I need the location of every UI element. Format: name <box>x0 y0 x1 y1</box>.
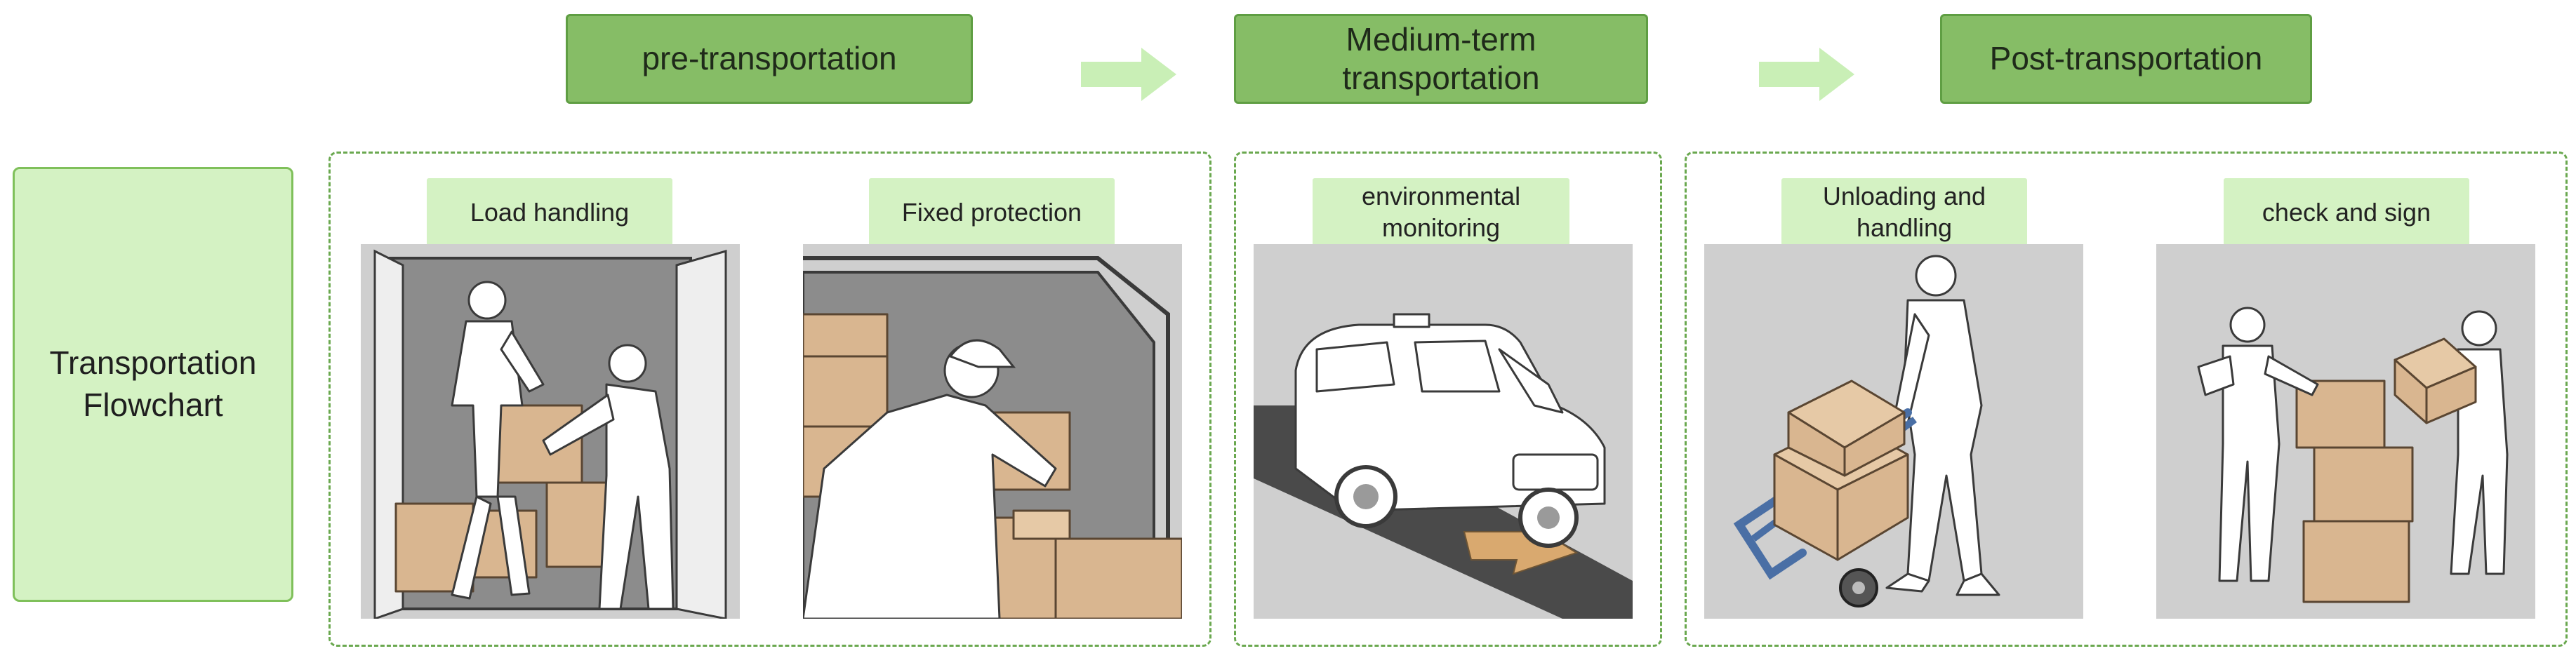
step-label-load-handling: Load handling <box>427 178 672 246</box>
flowchart-title: Transportation Flowchart <box>49 344 257 423</box>
group-medium-term-transportation <box>1234 152 1662 647</box>
securing-boxes-icon <box>803 244 1182 619</box>
stage-pre-transportation: pre-transportation <box>566 14 973 104</box>
group-pre-transportation <box>328 152 1211 647</box>
step-label-environmental-monitoring: environmental monitoring <box>1313 178 1569 246</box>
flowchart-title-box: Transportation Flowchart <box>13 167 293 602</box>
stage-label: pre-transportation <box>642 40 897 77</box>
inspection-clipboard-icon <box>2156 244 2535 619</box>
step-label-fixed-protection: Fixed protection <box>869 178 1115 246</box>
stage-label: Medium-term transportation <box>1342 20 1540 96</box>
hand-truck-icon <box>1704 244 2083 619</box>
right-arrow-icon <box>1081 48 1176 101</box>
stage-medium-term-transportation: Medium-term transportation <box>1234 14 1648 104</box>
right-arrow-icon <box>1759 48 1854 101</box>
stage-post-transportation: Post-transportation <box>1940 14 2312 104</box>
loading-van-workers-icon <box>361 244 740 619</box>
step-label-check-and-sign: check and sign <box>2224 178 2469 246</box>
group-post-transportation <box>1685 152 2568 647</box>
stage-label: Post-transportation <box>1989 40 2263 77</box>
delivery-van-icon <box>1254 244 1633 619</box>
step-label-unloading-and-handling: Unloading and handling <box>1781 178 2027 246</box>
